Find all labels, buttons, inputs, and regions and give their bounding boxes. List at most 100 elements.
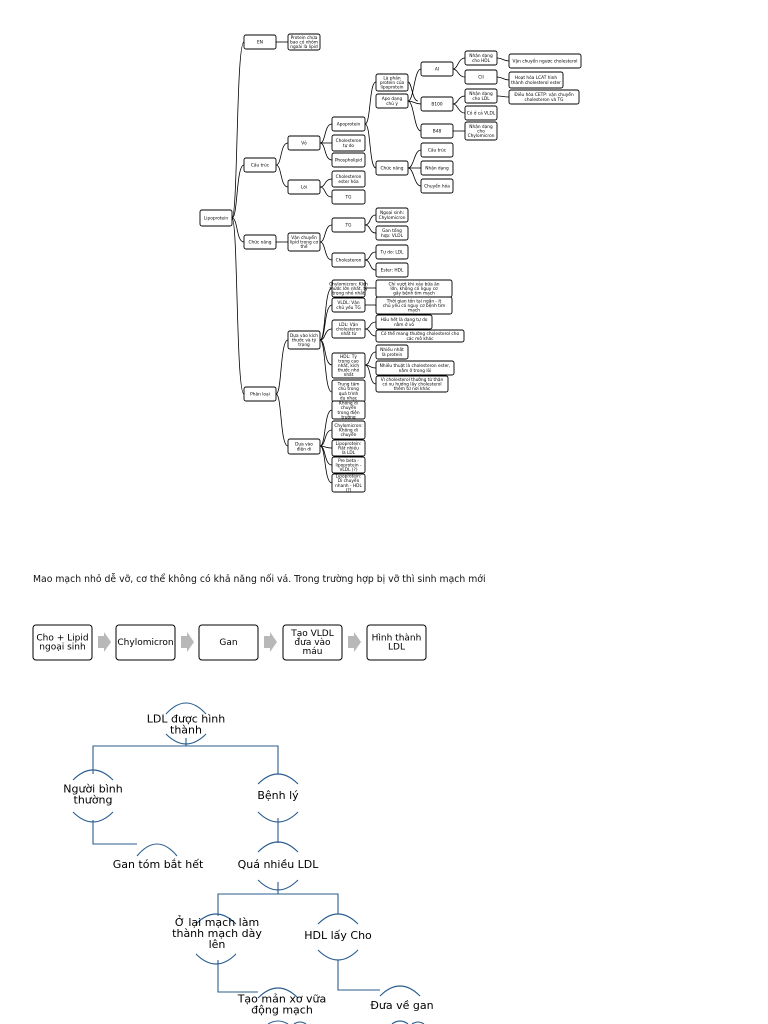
label-line: Nhiều thuật là cholesteron ester, — [380, 361, 451, 369]
label-line: LDL — [388, 643, 405, 653]
label-line: Tạo mản xơ vữa — [237, 993, 327, 1006]
node-nhan-dang-hdl — [464, 50, 498, 66]
node-ester-hdl — [375, 262, 409, 278]
dua-ve-gan-label: Đưa về gan — [370, 999, 433, 1012]
node-apoprotein-label: Apoprotein — [337, 122, 361, 128]
node-la-phan-protein — [375, 73, 409, 92]
label-line: Chỉ vượt khi xảy bữa ăn — [389, 280, 440, 287]
gan-tom-label: Gan tóm bắt hết — [113, 858, 204, 871]
label-line: cholesteron và TG — [524, 96, 563, 103]
label-line: ester hóa — [338, 178, 359, 185]
label-line: Rất nhiều — [338, 444, 359, 452]
label-line: các mô khác — [406, 335, 434, 342]
node-tg-label: TG — [345, 223, 352, 229]
node-hoat-hoa-lcat — [508, 71, 564, 89]
hdl-lay-cho-label: HDL lấy Cho — [304, 929, 372, 942]
label-line: cho HDL — [472, 58, 491, 64]
flow-step-2-label: Chylomicron — [117, 638, 173, 648]
node-chuyen-hoa-label: Chuyển hóa — [424, 183, 450, 190]
label-line: Lipoprotein: — [336, 474, 362, 480]
label-line: Nhiều nhất — [380, 345, 404, 353]
node-hdl-note3 — [375, 375, 449, 393]
label-line: là protein — [382, 351, 403, 358]
flow-arrow-3 — [264, 632, 277, 652]
node-ai — [420, 61, 454, 77]
node-b100 — [420, 96, 454, 112]
node-tu-do-ldl-label: Tự do: LDL — [380, 250, 405, 256]
label-line: quá trình — [339, 390, 359, 397]
label-line: Hoạt hóa LCAT hình — [515, 74, 558, 81]
label-line: Điều hòa CETP: vận chuyển — [514, 90, 574, 98]
node-dieu-hoa-cetp — [508, 89, 580, 105]
label-line: nhất từ — [341, 330, 357, 337]
node-ed1 — [331, 400, 366, 420]
label-line: Cho + Lipid — [36, 634, 88, 644]
label-line: trong điện — [337, 409, 359, 416]
node-hdl-note2-label: Nhiều thuật là cholesteron ester,nằm ở t… — [380, 361, 451, 374]
label-line: có xu hướng lấy cholesterol — [382, 381, 441, 388]
benh-ly-label: Bệnh lý — [257, 789, 299, 802]
node-cii — [464, 69, 498, 85]
label-line: chuyển — [341, 431, 357, 438]
node-ester-hdl-label: Ester: HDL — [381, 268, 404, 274]
label-line: thành — [170, 724, 202, 737]
node-phan-loai-label: Phân loại — [250, 391, 270, 398]
node-loi-label: Lõi — [301, 185, 307, 191]
label-line: thước nhỏ — [338, 367, 360, 374]
node-van-chuyen-nguoc-label: Vận chuyển ngược cholesterol — [513, 58, 578, 65]
label-line: Protein chứa — [291, 34, 318, 41]
label-line: Di chuyển — [338, 477, 360, 484]
node-cau-truc-small — [420, 142, 454, 158]
node-cholesterol-tu-do — [331, 134, 366, 152]
label-line: Nhận dạng — [469, 52, 493, 59]
label-line: tự do — [343, 143, 355, 149]
node-dua-vao-kich-thuoc — [287, 330, 321, 350]
label-line: lipid trong cơ — [290, 240, 319, 246]
label-line: VLDL: Vận — [337, 299, 359, 306]
label-line: lipoprotein - — [336, 463, 362, 469]
flow-step-1 — [32, 624, 93, 661]
label-line: LDL: Vận — [339, 321, 358, 328]
node-b48-label: B48 — [433, 129, 442, 135]
flow-step-5 — [366, 624, 427, 661]
flow-step-4 — [282, 624, 343, 661]
node-van-chuyen-nguoc — [508, 53, 582, 69]
label-line: hợp: VLDL — [381, 233, 404, 239]
label-line: chủ trong — [338, 385, 359, 392]
node-lipoprotein — [199, 209, 233, 227]
label-line: nhất, kích — [338, 362, 360, 369]
label-line: lên — [209, 938, 226, 951]
node-ed2 — [331, 420, 366, 440]
node-dua-vao-dien-di — [287, 438, 321, 455]
flow-arrow-1 — [98, 632, 111, 652]
node-nhan-dang-ldl — [464, 88, 498, 104]
node-lipoprotein-label: Lipoprotein — [204, 216, 228, 222]
label-line: Gan tổng — [382, 227, 402, 234]
label-line: cho LDL — [472, 96, 490, 102]
label-line: Chylomicron — [117, 638, 173, 648]
note-sentence: Mao mạch nhỏ dễ vỡ, cơ thể không có khả … — [33, 574, 486, 585]
label-line: lipoprotein — [380, 85, 403, 91]
node-cii-label: CII — [478, 75, 484, 81]
node-ldl-note2 — [375, 329, 465, 343]
label-line: chuyển — [341, 404, 357, 411]
label-line: Hình thành — [372, 634, 422, 644]
label-line: Vận chuyển — [291, 234, 317, 241]
